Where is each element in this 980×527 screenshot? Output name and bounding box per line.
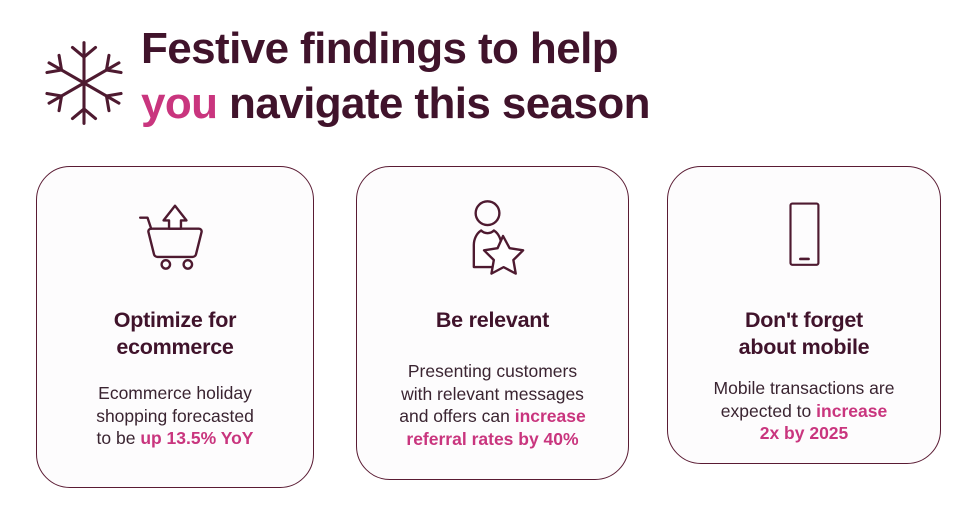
card-body-line-1: Mobile transactions are [713,378,895,398]
card-title: Don't forget about mobile [680,307,928,361]
card-body-line-2: expected to increase [678,400,930,423]
card-body-line-2: with relevant messages [401,383,584,404]
card-body-line-3-plain: and offers can [399,406,515,426]
shopping-cart-up-arrow-icon [37,195,313,277]
card-body-line-3-plain: to be [96,428,141,448]
page-title-line-2-rest: navigate this season [217,79,650,128]
card-body-highlight: up 13.5% YoY [140,428,254,448]
card-body-line-2-plain: expected to [720,400,817,421]
card-body-line-1: Presenting customers [407,361,578,381]
card-body-line-3: and offers can increase [367,405,618,428]
mobile-phone-icon [668,195,940,277]
card-body-highlight-1: increase [816,400,888,421]
card-body-highlight-2: referral rates by 40% [406,428,579,449]
page-title-line-1: Festive findings to help [141,24,619,73]
card-body-highlight-2: 2x by 2025 [759,423,849,443]
card-be-relevant[interactable]: Be relevant Presenting customers with re… [356,166,629,480]
findings-card-row: Optimize for ecommerce Ecommerce holiday… [0,166,980,496]
page-header: Festive findings to help you navigate th… [0,0,980,160]
card-title-line-2: about mobile [738,335,870,359]
card-title-line-1: Optimize for [113,308,237,332]
card-body-highlight-1: increase [514,406,586,426]
card-title: Optimize for ecommerce [49,307,301,361]
person-star-icon [357,195,628,277]
card-title-line-2: ecommerce [116,335,234,359]
card-optimize-for-ecommerce[interactable]: Optimize for ecommerce Ecommerce holiday… [36,166,314,488]
page-title: Festive findings to help you navigate th… [141,21,941,131]
snowflake-icon [36,33,132,133]
card-body: Mobile transactions are expected to incr… [678,377,930,445]
card-title-line-1: Be relevant [435,308,550,332]
page-title-line-2: you navigate this season [141,76,941,131]
page-title-accent-word: you [141,79,218,128]
card-body: Presenting customers with relevant messa… [367,360,618,450]
card-body: Ecommerce holiday shopping forecasted to… [47,382,303,450]
card-dont-forget-about-mobile[interactable]: Don't forget about mobile Mobile transac… [667,166,941,464]
card-body-line-1: Ecommerce holiday [98,383,252,403]
card-title: Be relevant [369,307,616,334]
card-title-line-1: Don't forget [745,308,863,332]
card-body-line-2: shopping forecasted [96,405,254,426]
card-body-line-3: to be up 13.5% YoY [47,427,303,450]
